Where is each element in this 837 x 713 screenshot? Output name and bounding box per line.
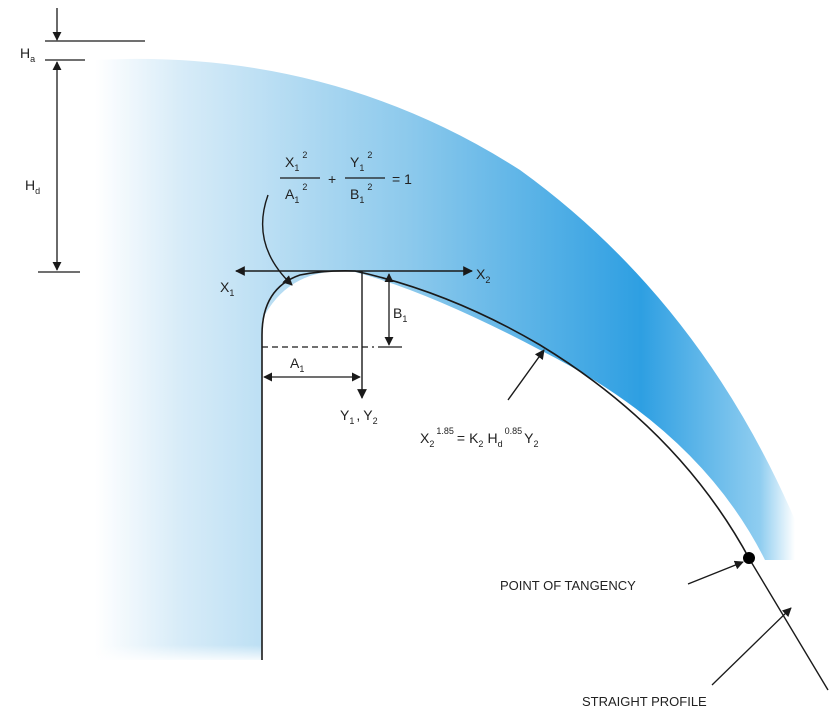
eq-b1-denominator: B12 — [350, 182, 372, 205]
straight-profile-label: STRAIGHT PROFILE — [582, 694, 707, 709]
eq-plus: + — [328, 171, 336, 187]
y1-y2-label: Y1,Y2 — [340, 407, 378, 426]
a1-label: A1 — [290, 355, 304, 374]
b1-label: B1 — [393, 305, 407, 324]
straight-profile-pointer-arrow — [711, 607, 792, 686]
ellipse-pointer-arrow — [261, 194, 293, 286]
tangency-pointer-arrow — [687, 560, 744, 585]
hd-label: Hd — [25, 177, 40, 196]
eq-x1-numerator: X12 — [285, 150, 307, 173]
point-of-tangency-label: POINT OF TANGENCY — [500, 578, 636, 593]
eq-a1-denominator: A12 — [285, 182, 307, 205]
curve-pointer-arrow — [507, 349, 545, 401]
eq-equals-one: = 1 — [392, 171, 412, 187]
eq-y1-numerator: Y12 — [350, 150, 372, 173]
water-nappe — [95, 58, 795, 661]
x2-label: X2 — [476, 266, 490, 285]
point-of-tangency-dot — [743, 552, 755, 564]
ha-label: Ha — [20, 45, 35, 64]
straight-profile-line — [749, 559, 829, 691]
x1-label: X1 — [220, 279, 234, 298]
water-fade — [95, 560, 315, 660]
